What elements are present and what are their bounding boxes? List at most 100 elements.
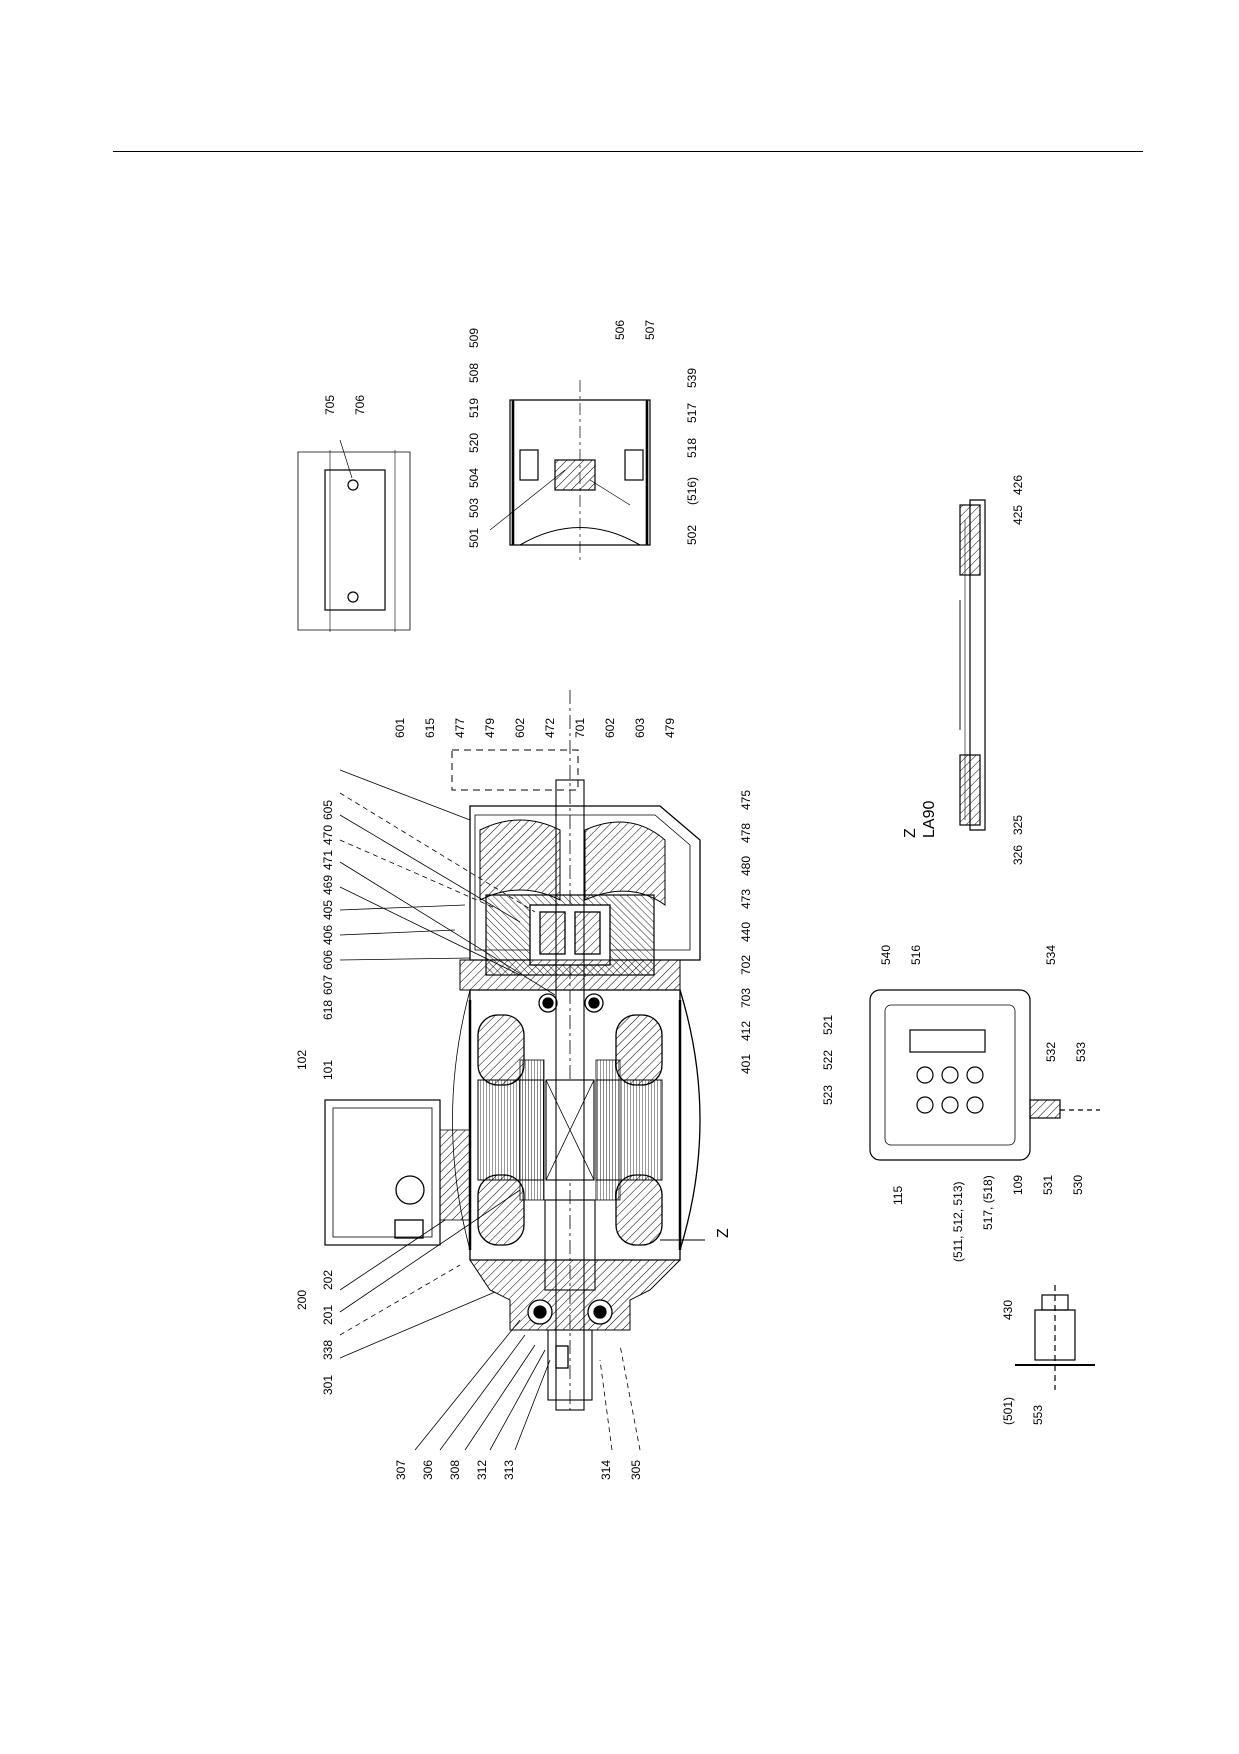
label-477: 477	[453, 718, 467, 738]
label-508: 508	[467, 363, 481, 383]
nameplate-labels: 705 706	[323, 395, 367, 415]
terminal-block-left-labels: 523 522 521 540 516	[821, 945, 923, 1105]
label-618: 618	[321, 1000, 335, 1020]
label-522: 522	[821, 1050, 835, 1070]
label-506: 506	[613, 320, 627, 340]
motor-top-labels: 618 607 606 406 405 469 471 470 605	[321, 800, 335, 1020]
label-615: 615	[423, 718, 437, 738]
label-530: 530	[1071, 1175, 1085, 1195]
label-102: 102	[295, 1050, 309, 1070]
label-702: 702	[739, 955, 753, 975]
label-473: 473	[739, 889, 753, 909]
label-479b: 479	[663, 718, 677, 738]
label-301: 301	[321, 1375, 335, 1395]
terminal-box-section	[489, 380, 651, 560]
label-539: 539	[685, 368, 699, 388]
cable-gland-view	[1015, 1285, 1095, 1390]
label-706: 706	[353, 395, 367, 415]
terminal-top-labels: 509 508 519 520 504 503 501	[467, 328, 481, 548]
label-523: 523	[821, 1085, 835, 1105]
label-314: 314	[599, 1460, 613, 1480]
label-312: 312	[475, 1460, 489, 1480]
label-534: 534	[1044, 945, 1058, 965]
label-501-paren: (501)	[1001, 1397, 1015, 1425]
label-701: 701	[573, 718, 587, 738]
label-326: 326	[1011, 845, 1025, 865]
terminal-block-right-labels: 534 532 533	[1044, 945, 1088, 1062]
label-470: 470	[321, 825, 335, 845]
label-307: 307	[394, 1460, 408, 1480]
label-479: 479	[483, 718, 497, 738]
label-518: 518	[685, 438, 699, 458]
label-520: 520	[467, 433, 481, 453]
label-503: 503	[467, 498, 481, 518]
label-502: 502	[685, 525, 699, 545]
label-426: 426	[1011, 475, 1025, 495]
label-603: 603	[633, 718, 647, 738]
z-view-name: LA90	[921, 801, 938, 838]
label-405: 405	[321, 900, 335, 920]
z-view-marker: Z	[902, 828, 919, 838]
label-308: 308	[448, 1460, 462, 1480]
label-531: 531	[1041, 1175, 1055, 1195]
label-480: 480	[739, 856, 753, 876]
label-501: 501	[467, 528, 481, 548]
label-401: 401	[739, 1054, 753, 1074]
label-533: 533	[1074, 1042, 1088, 1062]
label-517-518: 517, (518)	[981, 1175, 995, 1230]
label-601: 601	[393, 718, 407, 738]
motor-bottom-labels: 307 306 308 312 313 314 305	[394, 1460, 643, 1480]
header-rule	[113, 151, 1143, 152]
label-504: 504	[467, 468, 481, 488]
label-430: 430	[1001, 1300, 1015, 1320]
label-516: 516	[909, 945, 923, 965]
label-509: 509	[467, 328, 481, 348]
label-472: 472	[543, 718, 557, 738]
label-412: 412	[739, 1021, 753, 1041]
terminal-block-bottom-labels: 115 (511, 512, 513) 517, (518) 109 531 5…	[891, 1175, 1085, 1262]
label-325: 325	[1011, 815, 1025, 835]
label-406: 406	[321, 925, 335, 945]
label-602: 602	[513, 718, 527, 738]
label-338: 338	[321, 1340, 335, 1360]
motor-section	[324, 690, 705, 1411]
terminal-block-view	[869, 989, 1100, 1161]
z-view-la90	[959, 499, 986, 831]
label-200: 200	[295, 1290, 309, 1310]
label-519: 519	[467, 398, 481, 418]
motor-right-mid-labels: 475 478 480 473 440 702 703 412 401	[739, 790, 753, 1074]
label-478: 478	[739, 823, 753, 843]
motor-left-mid-labels: 102 101	[295, 1050, 335, 1080]
label-425: 425	[1011, 505, 1025, 525]
label-553: 553	[1031, 1405, 1045, 1425]
label-440: 440	[739, 922, 753, 942]
view-marker-z: Z	[715, 1228, 732, 1238]
label-202: 202	[321, 1270, 335, 1290]
label-115: 115	[891, 1186, 905, 1205]
motor-left-low-labels: 200 202 201 338 301	[295, 1270, 335, 1395]
label-517: 517	[685, 403, 699, 423]
leader-lines	[339, 769, 641, 1451]
label-201: 201	[321, 1305, 335, 1325]
label-305: 305	[629, 1460, 643, 1480]
label-606: 606	[321, 950, 335, 970]
motor-right-top-labels: 601 615 477 479 602 472 701 602 603 479	[393, 718, 677, 738]
label-602b: 602	[603, 718, 617, 738]
label-313: 313	[502, 1460, 516, 1480]
nameplate-view	[297, 439, 411, 632]
label-471: 471	[321, 850, 335, 870]
label-475: 475	[739, 790, 753, 810]
z-view-labels: Z LA90 426 425 325 326	[902, 475, 1025, 865]
label-703: 703	[739, 988, 753, 1008]
label-101: 101	[321, 1060, 335, 1080]
label-607: 607	[321, 975, 335, 995]
label-511-512-513: (511, 512, 513)	[951, 1181, 965, 1262]
terminal-right-labels: 506 507 539 517 518 (516) 502	[613, 320, 699, 545]
label-532: 532	[1044, 1042, 1058, 1062]
label-306: 306	[421, 1460, 435, 1480]
label-605: 605	[321, 800, 335, 820]
label-507: 507	[643, 320, 657, 340]
label-516-paren: (516)	[685, 477, 699, 505]
